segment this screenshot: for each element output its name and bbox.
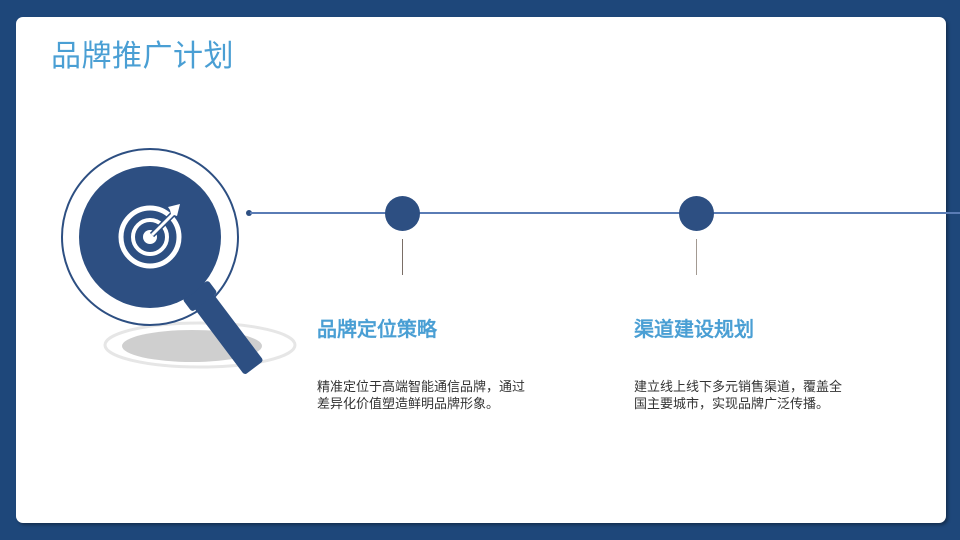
timeline-stem-2: [696, 239, 697, 275]
timeline-stem-1: [402, 239, 403, 275]
timeline-node-1: [385, 196, 420, 231]
step-title-channel-planning: 渠道建设规划: [634, 317, 754, 341]
timeline-start-dot: [246, 210, 252, 216]
desc-line: 建立线上线下多元销售渠道，覆盖全: [634, 380, 843, 395]
timeline-node-2: [679, 196, 714, 231]
desc-line: 国主要城市，实现品牌广泛传播。: [634, 397, 830, 412]
step-desc-channel-planning: 建立线上线下多元销售渠道，覆盖全 国主要城市，实现品牌广泛传播。: [634, 379, 894, 413]
desc-line: 差异化价值塑造鲜明品牌形象。: [317, 397, 500, 412]
step-title-brand-positioning: 品牌定位策略: [317, 317, 437, 341]
step-desc-brand-positioning: 精准定位于高端智能通信品牌，通过 差异化价值塑造鲜明品牌形象。: [317, 379, 577, 413]
desc-line: 精准定位于高端智能通信品牌，通过: [317, 380, 526, 395]
timeline-line: [250, 212, 960, 214]
page-title: 品牌推广计划: [51, 39, 234, 74]
